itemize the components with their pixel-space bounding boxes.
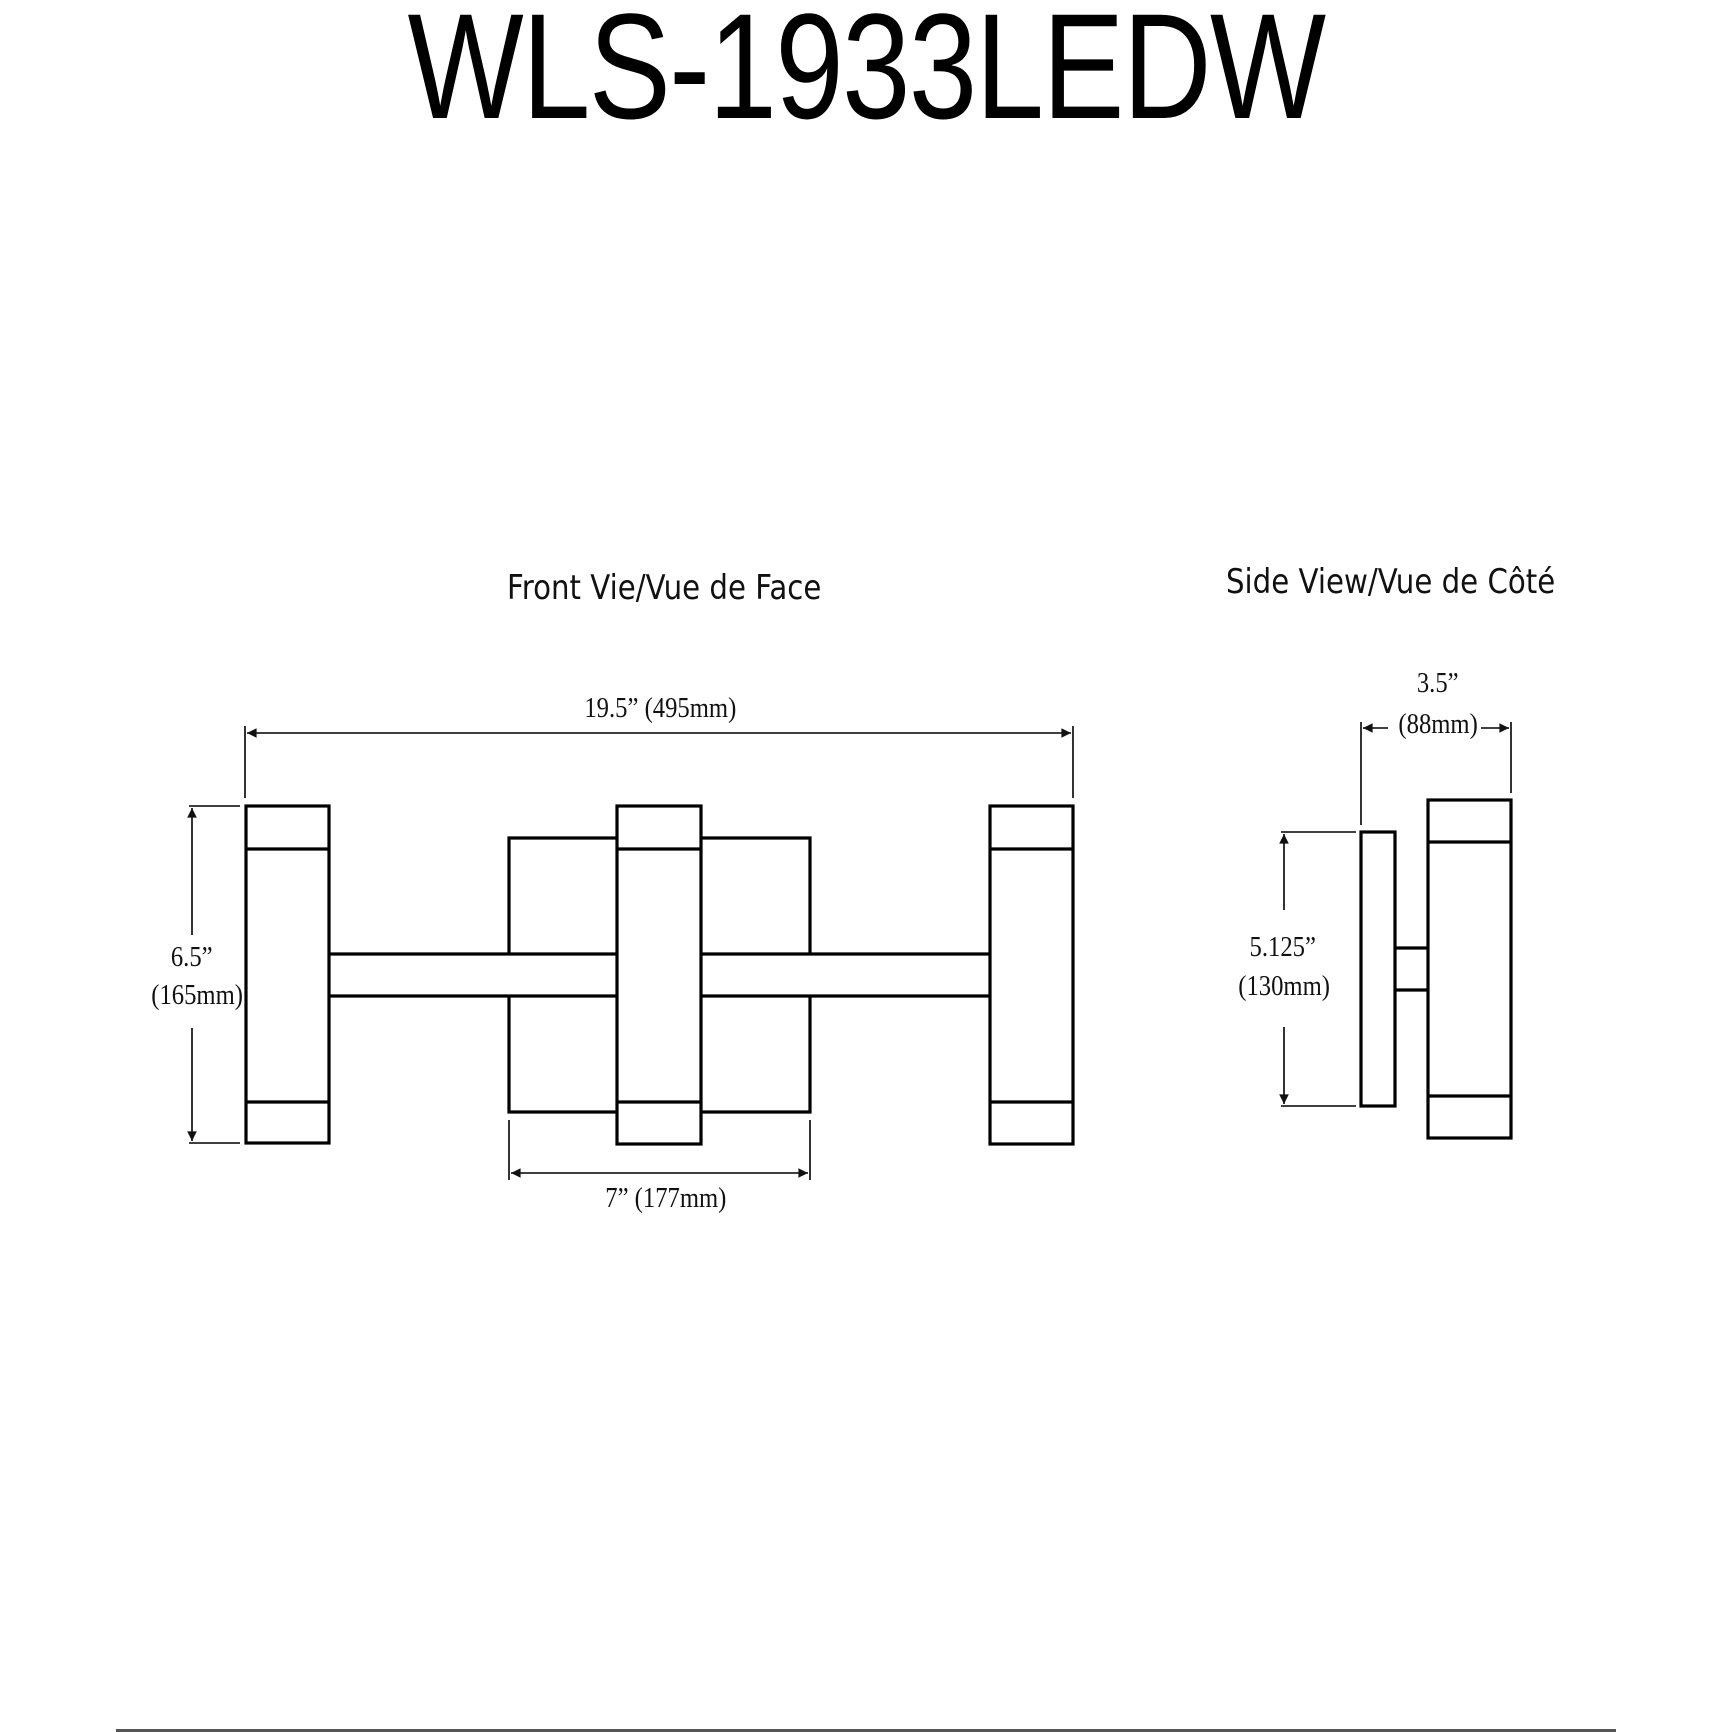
cross-bar	[329, 952, 990, 998]
plate-width-label: 7” (177mm)	[605, 1183, 727, 1214]
depth-dimension	[1360, 722, 1512, 825]
left-light-fixture	[244, 804, 331, 1145]
height-dimension	[187, 805, 240, 1144]
center-light-fixture	[615, 804, 703, 1146]
depth-in-label: 3.5”	[1416, 668, 1459, 699]
side-view	[1279, 722, 1513, 1140]
plate-width-dimension	[508, 1120, 811, 1180]
center-back-plate	[507, 836, 812, 1114]
side-back-plate	[1359, 830, 1397, 1108]
side-view-label: Side View/Vue de Côté	[1226, 562, 1556, 602]
side-connector	[1395, 946, 1428, 992]
model-title: WLS-1933LEDW	[407, 0, 1326, 150]
right-light-fixture	[988, 804, 1075, 1146]
overall-width-label: 19.5” (495mm)	[584, 693, 737, 724]
height-in-label: 6.5”	[170, 942, 213, 973]
side-light-fixture	[1426, 798, 1513, 1140]
bottom-rule	[116, 1729, 1616, 1732]
front-view-label: Front Vie/Vue de Face	[507, 568, 822, 608]
overall-width-dimension	[244, 726, 1074, 798]
plate-height-dimension	[1279, 831, 1356, 1107]
plate-height-mm-label: (130mm)	[1238, 971, 1330, 1002]
front-view	[187, 726, 1075, 1180]
plate-height-in-label: 5.125”	[1249, 932, 1316, 963]
height-mm-label: (165mm)	[151, 980, 243, 1011]
depth-mm-label: (88mm)	[1398, 709, 1478, 740]
